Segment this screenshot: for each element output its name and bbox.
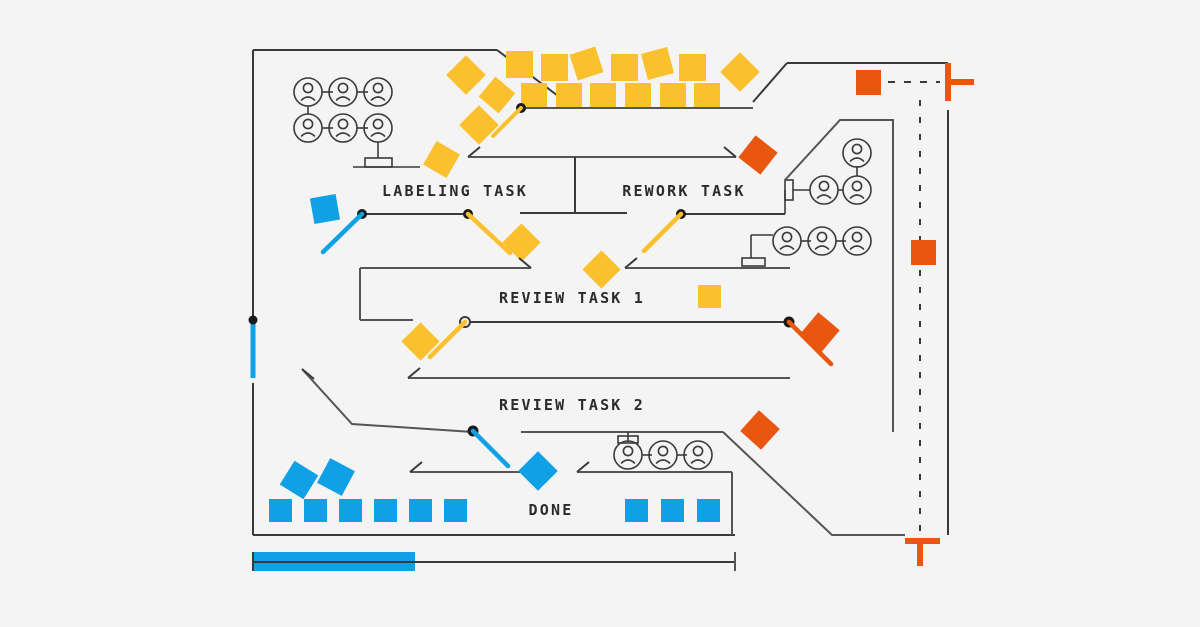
- right-rail-group: [856, 63, 974, 566]
- orange-diamond-token: [738, 135, 778, 175]
- review2-workers: [613, 432, 713, 470]
- avatar-icon: [842, 175, 872, 205]
- rework-enclosure: [784, 119, 894, 432]
- avatar-icon: [683, 440, 713, 470]
- yellow-diamond-token: [478, 76, 516, 114]
- yellow-square-token: [625, 83, 651, 109]
- blue-square-token: [697, 499, 720, 522]
- stage-label-review-task-2: REVIEW TASK 2: [499, 396, 645, 414]
- avatar-icon: [648, 440, 678, 470]
- orange-square-token: [911, 240, 936, 265]
- avatar-icon: [293, 77, 323, 107]
- frame-top-right-diagonal: [752, 62, 788, 103]
- review2-rails: [301, 368, 905, 536]
- yellow-diamond-token: [423, 141, 460, 178]
- yellow-square-token: [590, 83, 616, 109]
- outer-frame: [252, 49, 949, 536]
- avatar-icon: [613, 440, 643, 470]
- yellow-square-token: [556, 83, 582, 109]
- yellow-square-token: [569, 46, 604, 81]
- review2-conveyor: [467, 425, 511, 469]
- orange-diamond-token: [800, 312, 840, 352]
- labeling-lane-nodes: [320, 209, 513, 256]
- yellow-diamond-token: [720, 52, 760, 92]
- yellow-square-token: [660, 83, 686, 109]
- yellow-square-token: [640, 46, 675, 81]
- rework-yellow-stub: [641, 211, 684, 254]
- review2-blue-stub: [470, 428, 511, 469]
- blue-square-token: [409, 499, 432, 522]
- yellow-diamond-token: [582, 250, 621, 289]
- orange-square-token: [856, 70, 881, 95]
- stage-label-done: DONE: [529, 501, 574, 519]
- avatar-icon: [842, 138, 872, 168]
- done-token-field: [269, 451, 720, 522]
- labeling-workers: [293, 77, 420, 168]
- blue-square-token: [309, 193, 341, 225]
- rework-lane-nodes: [641, 209, 785, 254]
- blue-square-token: [661, 499, 684, 522]
- avatar-icon: [772, 226, 802, 256]
- task-lane-rails-upper: [467, 146, 737, 214]
- blue-square-token: [444, 499, 467, 522]
- blue-square-token: [625, 499, 648, 522]
- avatar-icon: [328, 113, 358, 143]
- avatar-icon: [807, 226, 837, 256]
- stage-label-rework-task: REWORK TASK: [622, 182, 746, 200]
- labeling-blue-stub: [320, 211, 365, 255]
- rework-workers: [784, 138, 872, 214]
- avatar-icon: [328, 77, 358, 107]
- blue-square-token: [304, 499, 327, 522]
- avatar-icon: [842, 226, 872, 256]
- blue-square-token: [269, 499, 292, 522]
- avatar-icon: [809, 175, 839, 205]
- yellow-square-token: [694, 83, 720, 109]
- yellow-square-token: [611, 54, 638, 81]
- stage-label-labeling-task: LABELING TASK: [382, 182, 528, 200]
- yellow-square-token: [521, 83, 547, 109]
- blue-square-token: [374, 499, 397, 522]
- avatar-icon: [293, 113, 323, 143]
- blue-square-token: [339, 499, 362, 522]
- review1-yellow-stub: [427, 319, 468, 360]
- yellow-diamond-token: [401, 322, 440, 361]
- avatar-icon: [363, 77, 393, 107]
- orange-diamond-token: [740, 410, 780, 450]
- blue-diamond-token: [279, 460, 319, 500]
- yellow-square-token: [506, 51, 533, 78]
- review1-rails: [359, 257, 790, 379]
- avatar-icon: [363, 113, 393, 143]
- stage-label-review-task-1: REVIEW TASK 1: [499, 289, 645, 307]
- yellow-token-field: [423, 46, 760, 178]
- review1-conveyor: [427, 316, 834, 367]
- labeling-feeder: [491, 103, 753, 138]
- blue-diamond-token: [317, 458, 355, 496]
- yellow-square-token: [541, 54, 568, 81]
- blue-diamond-token: [518, 451, 558, 491]
- review1-workers: [741, 226, 872, 267]
- review1-orange-stub: [786, 319, 834, 367]
- labeling-feeder-yellow-stub: [491, 106, 523, 138]
- left-rail-node: [248, 315, 258, 325]
- overall-progress-bar[interactable]: [252, 552, 736, 571]
- yellow-square-token: [679, 54, 706, 81]
- yellow-square-token: [698, 285, 721, 308]
- labeling-yellow-stub: [465, 211, 513, 256]
